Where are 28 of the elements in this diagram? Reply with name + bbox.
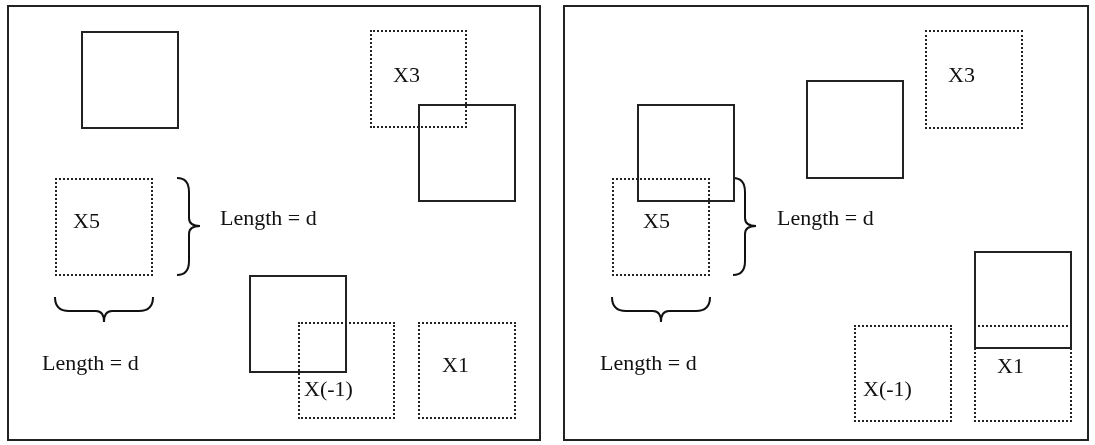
square xyxy=(806,80,904,179)
box-label: X1 xyxy=(442,352,469,377)
dimension-label: Length = d xyxy=(600,350,697,375)
panel-frame xyxy=(563,5,1089,441)
box-label: X(-1) xyxy=(304,376,353,401)
square xyxy=(249,275,347,373)
box-label: X5 xyxy=(73,208,100,233)
box-label: X3 xyxy=(393,62,420,87)
square xyxy=(637,104,735,202)
dotted-square xyxy=(854,325,952,422)
box-label: X(-1) xyxy=(863,376,912,401)
dotted-square xyxy=(612,178,710,276)
dimension-label: Length = d xyxy=(220,205,317,230)
box-label: X1 xyxy=(997,353,1024,378)
dotted-square xyxy=(55,178,153,276)
box-label: X5 xyxy=(643,208,670,233)
dotted-square xyxy=(418,322,516,419)
dotted-square xyxy=(925,30,1023,129)
dotted-square xyxy=(370,30,467,128)
box-label: X3 xyxy=(948,62,975,87)
dimension-label: Length = d xyxy=(42,350,139,375)
square xyxy=(81,31,179,129)
dotted-square xyxy=(974,325,1072,422)
dimension-label: Length = d xyxy=(777,205,874,230)
square xyxy=(418,104,516,202)
dotted-square xyxy=(298,322,395,419)
panel-frame xyxy=(7,5,541,441)
square xyxy=(974,251,1072,349)
